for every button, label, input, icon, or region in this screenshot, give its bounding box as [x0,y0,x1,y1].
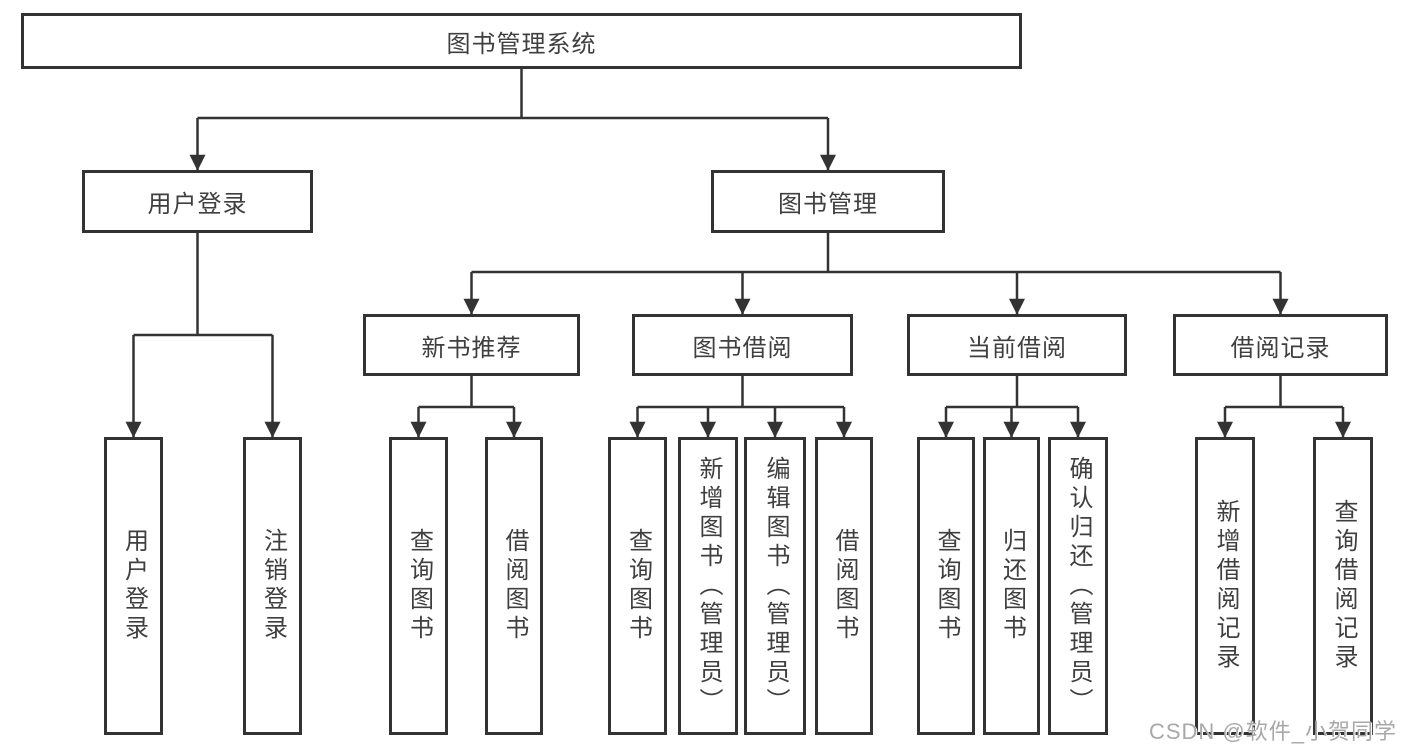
leaf-borrow-borrow-books: 借阅图书 [815,437,873,735]
leaf-record-query-borrow-record: 查询借阅记录 [1313,437,1373,735]
leaf-current-confirm-return-admin: 确认归还（管理员） [1048,437,1108,735]
leaf-current-query-books: 查询图书 [917,437,975,735]
node-borrow-record: 借阅记录 [1173,314,1388,376]
node-user-login: 用户登录 [82,170,313,233]
node-new-book-recommend: 新书推荐 [363,314,580,376]
node-root-library-management-system: 图书管理系统 [21,13,1022,69]
leaf-current-return-books: 归还图书 [983,437,1040,735]
leaf-newbook-query-books: 查询图书 [389,437,448,735]
leaf-logout: 注销登录 [243,437,302,735]
leaf-newbook-borrow-books: 借阅图书 [485,437,543,735]
leaf-borrow-query-books: 查询图书 [608,437,667,735]
leaf-borrow-add-books-admin: 新增图书（管理员） [678,437,738,735]
node-book-management: 图书管理 [711,170,945,233]
node-book-borrow: 图书借阅 [632,314,853,376]
leaf-user-login: 用户登录 [104,437,163,735]
leaf-borrow-edit-books-admin: 编辑图书（管理员） [744,437,806,735]
leaf-record-add-borrow-record: 新增借阅记录 [1195,437,1255,735]
node-current-borrow: 当前借阅 [907,314,1127,376]
